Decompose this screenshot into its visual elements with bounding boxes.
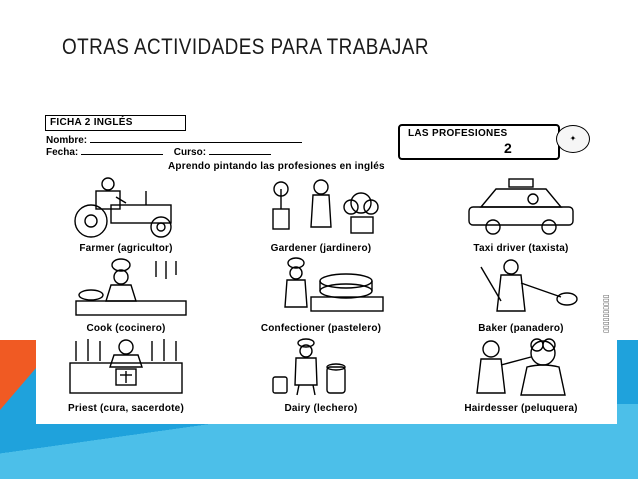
vertical-watermark: ▯▯▯▯▯▯▯▯▯▯: [603, 294, 610, 333]
taxi-icon: [468, 178, 574, 235]
profession-cell-dairy: Dairy (lechero): [231, 337, 411, 417]
profession-cell-baker: Baker (panadero): [431, 257, 611, 337]
profession-caption: Confectioner (pastelero): [260, 323, 382, 334]
profession-caption: Taxi driver (taxista): [473, 243, 569, 254]
profession-caption: Priest (cura, sacerdote): [68, 403, 184, 414]
profession-cell-taxi: Taxi driver (taxista): [431, 177, 611, 257]
dairy-icon: [272, 338, 346, 396]
professions-box-number: 2: [504, 140, 512, 156]
profession-caption: Cook (cocinero): [86, 323, 166, 334]
profession-caption: Hairdesser (peluquera): [464, 403, 578, 414]
profession-caption: Gardener (jardinero): [270, 243, 372, 254]
baker-icon: [480, 259, 578, 312]
profession-cell-gardener: Gardener (jardinero): [231, 177, 411, 257]
confectioner-icon: [284, 257, 384, 312]
profession-cell-confectioner: Confectioner (pastelero): [231, 257, 411, 337]
profession-cell-hairdresser: Hairdesser (peluquera): [431, 337, 611, 417]
nombre-line: [89, 134, 302, 143]
professions-box: LAS PROFESIONES 2: [398, 124, 560, 160]
tractor-icon: [74, 177, 172, 238]
profession-caption: Dairy (lechero): [284, 403, 358, 414]
worksheet-subtitle: Aprendo pintando las profesiones en ingl…: [168, 161, 385, 172]
priest-icon: [69, 339, 183, 394]
profession-caption: Farmer (agricultor): [79, 243, 173, 254]
hairdresser-icon: [476, 338, 566, 396]
nombre-field: Nombre:: [46, 134, 302, 146]
fecha-label: Fecha:: [46, 147, 79, 158]
worksheet-image: FICHA 2 INGLÉS Nombre: Fecha: Curso: LAS…: [36, 101, 617, 424]
curso-line: [208, 146, 271, 155]
profession-caption: Baker (panadero): [478, 323, 564, 334]
slide-title: OTRAS ACTIVIDADES PARA TRABAJAR: [62, 34, 429, 59]
curso-label: Curso:: [173, 147, 207, 158]
fecha-field: Fecha: Curso:: [46, 146, 271, 158]
ficha-title: FICHA 2 INGLÉS: [45, 115, 186, 131]
fecha-line: [81, 146, 164, 155]
nombre-label: Nombre:: [46, 135, 88, 146]
profession-cell-farmer: Farmer (agricultor): [36, 177, 216, 257]
cook-icon: [75, 258, 187, 316]
professions-box-title: LAS PROFESIONES: [408, 128, 508, 139]
sticker-badge-icon: ✦: [556, 125, 590, 153]
profession-cell-priest: Priest (cura, sacerdote): [36, 337, 216, 417]
profession-cell-cook: Cook (cocinero): [36, 257, 216, 337]
gardener-icon: [272, 179, 379, 234]
